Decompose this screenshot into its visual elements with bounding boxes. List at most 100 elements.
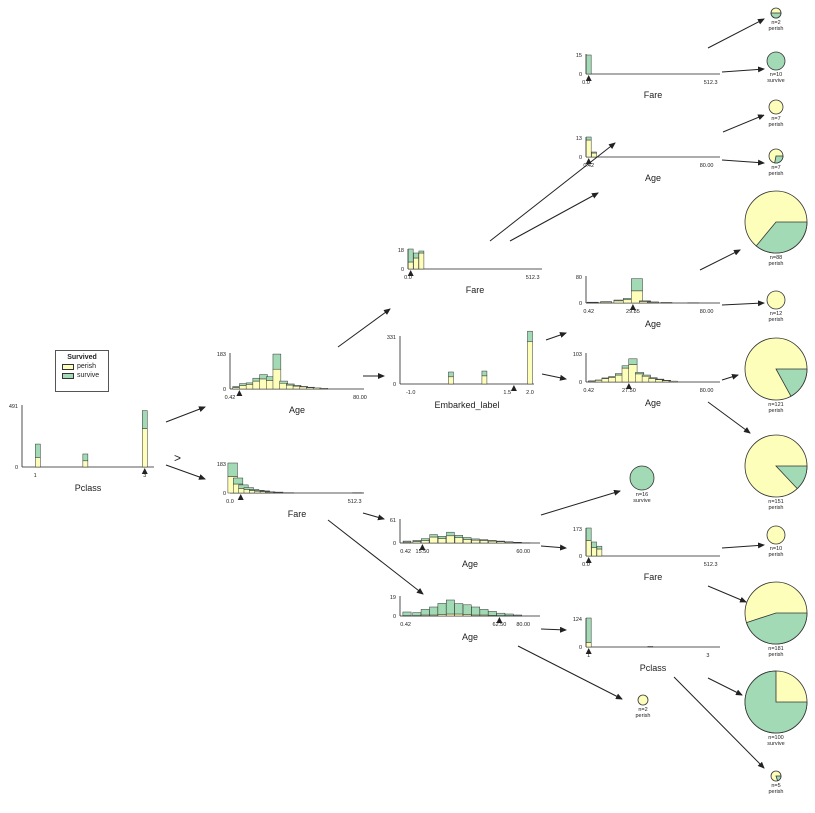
bar-survive-3 (527, 330, 533, 343)
x-tick-label: 27.50 (622, 388, 636, 394)
edge-arrow-6 (362, 512, 385, 521)
bar-survive-4 (243, 487, 254, 490)
leaf-count: n=88 (770, 255, 782, 261)
bar-survive-3 (596, 545, 603, 550)
leaf-pie-survive-slice (775, 775, 782, 782)
feature-label: Age (462, 632, 478, 642)
y-max-label: 19 (390, 595, 396, 601)
y-max-label: 173 (573, 527, 582, 533)
bar-survive-9 (641, 374, 651, 377)
legend-item-survive: survive (62, 372, 108, 379)
bar-perish-3 (596, 548, 603, 557)
bar-survive-1 (402, 611, 412, 616)
leaf-count: n=2 (638, 707, 647, 713)
bar-survive-7 (259, 490, 270, 492)
bar-survive-3 (238, 484, 249, 489)
split-point-marker (585, 557, 592, 563)
leaf-class-label: perish (769, 261, 784, 267)
edge-arrow-10 (541, 373, 567, 381)
x-tick-label: 0.42 (400, 622, 411, 628)
edge-arrow-5 (327, 519, 424, 595)
x-tick-label: 80.00 (700, 309, 714, 315)
tree-edges (165, 18, 765, 769)
leaf-pie-survive-slice (774, 155, 784, 164)
feature-label: Fare (644, 90, 663, 100)
y-zero-label: 0 (401, 267, 404, 273)
x-tick-label: -1.0 (406, 390, 415, 396)
leaf-count: n=10 (770, 546, 782, 552)
edge-arrow-15 (707, 18, 765, 49)
y-max-label: 103 (573, 352, 582, 358)
y-zero-label: 0 (579, 301, 582, 307)
x-tick-label: 512.3 (704, 562, 718, 568)
y-max-label: 13 (576, 136, 582, 142)
bar-perish-3 (418, 252, 425, 270)
bar-perish-3 (142, 428, 148, 468)
bar-survive-3 (421, 538, 430, 541)
x-tick-label: 15.50 (416, 549, 430, 555)
bar-survive-6 (639, 300, 651, 302)
bar-survive-1 (227, 462, 238, 477)
leaf-count: n=12 (770, 311, 782, 317)
bar-survive-13 (504, 613, 514, 616)
bar-survive-2 (591, 151, 597, 154)
bar-perish-4 (429, 536, 438, 544)
bar-perish-2 (647, 646, 654, 648)
bar-perish-10 (479, 540, 489, 544)
x-tick-label: 29.85 (626, 309, 640, 315)
x-tick-label: 0.0 (582, 80, 590, 86)
feature-label: Age (645, 398, 661, 408)
bar-survive-1 (585, 617, 592, 643)
bar-survive-8 (463, 537, 472, 540)
bar-survive-8 (635, 372, 645, 375)
bar-survive-3 (418, 250, 425, 254)
y-zero-label: 0 (393, 382, 396, 388)
y-max-label: 80 (576, 275, 582, 281)
bar-perish-3 (527, 341, 533, 385)
x-tick-label: 80.00 (700, 388, 714, 394)
bar-survive-3 (420, 609, 430, 616)
bar-survive-7 (454, 535, 463, 538)
leaf-count: n=100 (768, 735, 783, 741)
leaf-pie-survive-slice (755, 221, 808, 254)
edge-arrow-25 (707, 677, 743, 696)
bar-survive-1 (402, 540, 412, 543)
leaf-count: n=151 (768, 499, 783, 505)
legend-swatch-survive (62, 372, 74, 379)
bar-perish-8 (463, 539, 472, 544)
leaf-class-label: survive (767, 741, 784, 747)
x-tick-label: 0.0 (582, 562, 590, 568)
bar-survive-9 (471, 606, 480, 616)
split-point-marker (625, 383, 632, 389)
split-point-marker (585, 648, 592, 654)
feature-label: Age (645, 173, 661, 183)
edge-arrow-14 (540, 626, 567, 633)
bar-survive-11 (655, 378, 665, 380)
leaf-count: n=10 (770, 72, 782, 78)
legend: Survived perish survive (55, 350, 109, 392)
y-zero-label: 0 (579, 554, 582, 560)
bar-survive-10 (479, 539, 489, 541)
leaf-pie-survive-slice (744, 670, 808, 734)
leaf-pie-survive-slice (746, 612, 808, 645)
bar-survive-1 (407, 248, 414, 263)
leaf-pie-perish (766, 290, 786, 310)
x-tick-label: 3 (706, 653, 709, 659)
bar-perish-1 (407, 261, 414, 270)
x-tick-label: 0.42 (225, 395, 236, 401)
edge-arrow-21 (721, 373, 739, 381)
x-tick-label: 512.3 (526, 275, 540, 281)
feature-label: Fare (466, 285, 485, 295)
bar-survive-1 (585, 527, 592, 541)
bar-perish-6 (446, 613, 455, 617)
